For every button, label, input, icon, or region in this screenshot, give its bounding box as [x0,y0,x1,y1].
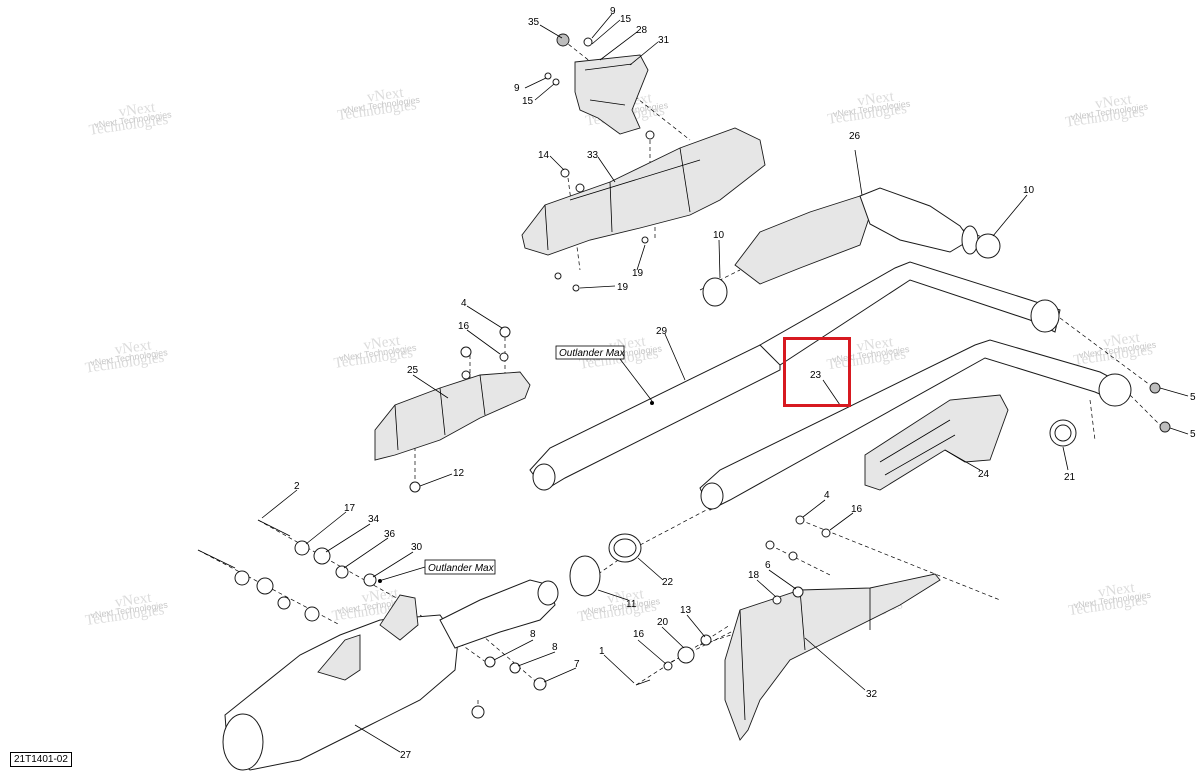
callout-22: 22 [662,577,674,588]
callout-36: 36 [384,529,396,540]
heat-shield-33-part [521,127,766,256]
callout-10: 10 [1023,185,1035,196]
callout-12: 12 [453,468,465,479]
callout-15: 15 [620,14,632,25]
watermark-logo: vNext [856,89,895,110]
watermark-logo: vNext [114,337,153,358]
heat-shield-25-part [374,371,531,461]
document-code: 21T1401-02 [10,752,72,767]
callout-8: 8 [530,629,536,640]
callout-11: 11 [626,599,637,610]
callout-4: 4 [461,298,467,309]
callout-16: 16 [851,504,863,515]
callout-2: 2 [294,481,300,492]
callout-4: 4 [824,490,830,501]
pipe-29-part [529,261,1061,491]
callout-23: 23 [810,370,822,381]
callout-7: 7 [574,659,580,670]
callout-29: 29 [656,326,668,337]
watermark-logo: vNext [114,590,153,611]
callout-5: 5 [1190,392,1196,403]
hardware-parts [197,33,1171,719]
callout-13: 13 [680,605,692,616]
clamp-11-part [569,555,601,597]
heat-shield-32-part [724,573,941,741]
callout-24: 24 [978,469,990,480]
support-24-part [864,394,1009,491]
watermark-logo: vNext [1102,330,1141,351]
sleeve-22-part [608,533,642,563]
muffler-27-part [222,579,559,771]
callout-16: 16 [458,321,470,332]
callout-5: 5 [1190,429,1196,440]
callout-9: 9 [514,83,520,94]
callout-20: 20 [657,617,669,628]
callout-35: 35 [528,17,540,28]
svg-text:Outlander Max: Outlander Max [559,348,626,359]
callout-9: 9 [610,6,616,17]
callout-19: 19 [632,268,644,279]
variant-tag-2: Outlander Max [378,559,496,583]
callout-19: 19 [617,282,629,293]
catalyst-26-part [734,149,979,285]
watermark-logo: vNext [366,85,405,106]
variant-tag-1: Outlander Max [555,345,653,402]
watermark-logo: vNext [361,585,400,606]
callout-8: 8 [552,642,558,653]
watermark-logo: vNext [856,334,895,355]
watermark-logo: vNext [1094,91,1133,112]
callouts: 35 9 15 28 31 9 15 14 33 26 10 10 19 19 … [294,6,1196,761]
callout-26: 26 [849,131,861,142]
watermark-logo: vNext [118,99,157,120]
callout-34: 34 [368,514,380,525]
callout-32: 32 [866,689,878,700]
callout-33: 33 [587,150,599,161]
watermark-logo: vNext [1097,580,1136,601]
callout-28: 28 [636,25,648,36]
highlight-box-23 [783,337,851,407]
pipe-23-part [699,339,1132,511]
callout-17: 17 [344,503,356,514]
svg-text:Outlander Max: Outlander Max [428,563,495,574]
gasket-21-part [1049,419,1077,447]
callout-27: 27 [400,750,412,761]
bracket-31-part [574,54,649,135]
callout-10: 10 [713,230,725,241]
watermark-logo: vNext [606,586,645,607]
callout-30: 30 [411,542,423,553]
clamp-10-part [702,233,1001,307]
callout-15: 15 [522,96,534,107]
callout-21: 21 [1064,472,1076,483]
callout-25: 25 [407,365,419,376]
callout-14: 14 [538,150,550,161]
callout-6: 6 [765,560,771,571]
leader-lines [261,13,1189,753]
callout-31: 31 [658,35,670,46]
watermark-logo: vNext [363,333,402,354]
callout-18: 18 [748,570,760,581]
callout-1: 1 [599,646,605,657]
callout-16: 16 [633,629,645,640]
